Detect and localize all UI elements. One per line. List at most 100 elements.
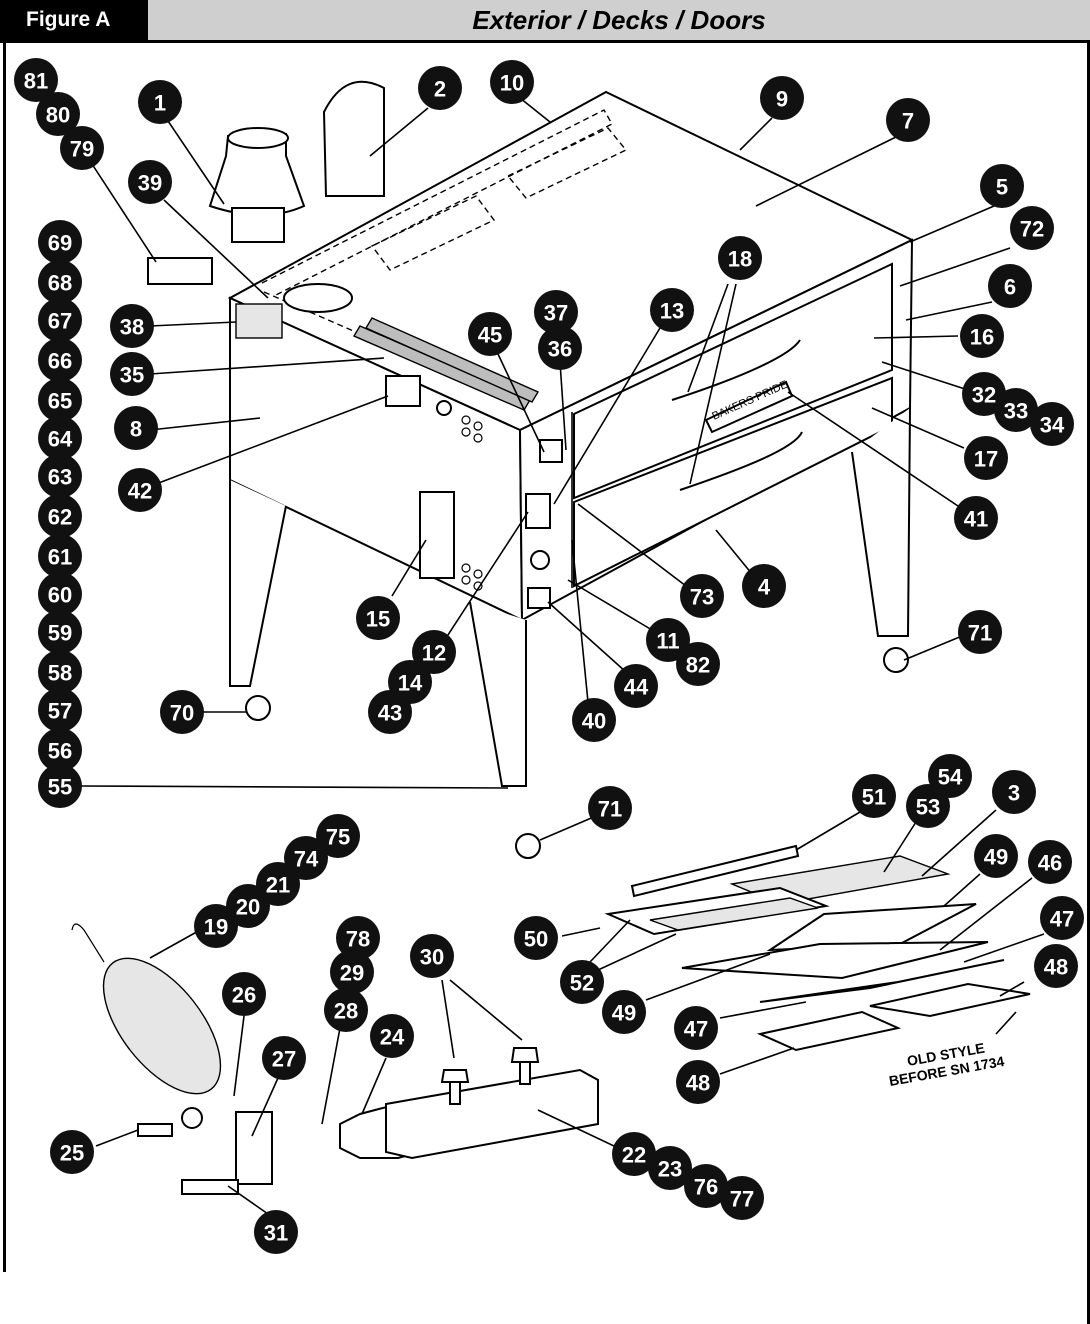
callout-79: 79 [60,126,104,170]
deck-51 [630,844,800,898]
frame-right-border [1087,40,1090,1324]
callout-number: 12 [422,641,446,666]
callout-number: 68 [48,271,72,296]
callout-circle [742,564,786,608]
callout-circle [410,934,454,978]
figure-title: Exterior / Decks / Doors [472,5,766,35]
callout-number: 65 [48,389,72,414]
callout-9: 9 [760,76,804,120]
callout-number: 76 [694,1175,718,1200]
spring-19 [102,957,222,1095]
callout-number: 52 [570,971,594,996]
callout-6: 6 [988,264,1032,308]
bracket-79 [147,257,213,285]
callout-number: 44 [624,675,649,700]
callout-number: 48 [686,1071,710,1096]
callout-number: 11 [656,629,679,654]
callout-circle [160,690,204,734]
callout-circle [194,904,238,948]
callout-circle [1030,402,1074,446]
callout-number: 59 [48,621,72,646]
callout-number: 61 [48,545,72,570]
callout-number: 53 [916,795,940,820]
callout-71: 71 [958,610,1002,654]
callout-circle [38,650,82,694]
callout-number: 62 [48,505,72,530]
callout-22: 22 [612,1132,656,1176]
callout-number: 49 [612,1001,636,1026]
callout-number: 64 [48,427,73,452]
callout-2: 2 [418,66,462,110]
callout-circle [572,698,616,742]
callout-circle [534,290,578,334]
callout-circle [356,596,400,640]
callout-47: 47 [674,1006,718,1050]
callout-55: 55 [38,764,82,808]
callout-circle [128,160,172,204]
callout-circle [960,314,1004,358]
callout-56: 56 [38,728,82,772]
callout-circle [980,164,1024,208]
callout-46: 46 [1028,840,1072,884]
callout-circle [1034,944,1078,988]
callout-number: 80 [46,103,70,128]
callout-number: 32 [972,383,996,408]
callout-circle [676,642,720,686]
callout-66: 66 [38,338,82,382]
flue-pipe-2 [322,80,385,197]
callout-circle [38,572,82,616]
callout-51: 51 [852,774,896,818]
callout-number: 25 [60,1141,84,1166]
callout-circle [514,916,558,960]
callout-73: 73 [680,574,724,618]
callout-circle [38,260,82,304]
callout-circle [886,98,930,142]
callout-67: 67 [38,298,82,342]
callout-number: 4 [758,575,771,600]
callout-number: 55 [48,775,72,800]
callout-27: 27 [262,1036,306,1080]
callout-circle [906,784,950,828]
callout-number: 42 [128,479,152,504]
callout-7: 7 [886,98,930,142]
callout-number: 58 [48,661,72,686]
callout-58: 58 [38,650,82,694]
callout-circle [118,468,162,512]
callout-number: 74 [294,847,319,872]
callout-number: 72 [1020,217,1044,242]
callout-19: 19 [194,904,238,948]
callout-circle [994,388,1038,432]
callout-23: 23 [648,1146,692,1190]
tray-48b [756,1010,902,1052]
callout-80: 80 [36,92,80,136]
callout-circle [676,1060,720,1104]
callout-circle [284,836,328,880]
callout-5: 5 [980,164,1024,208]
callout-81: 81 [14,58,58,102]
callout-circle [588,786,632,830]
callout-38: 38 [110,304,154,348]
callout-number: 46 [1038,851,1062,876]
oven-line-drawing: BAKERS PRIDE OLD STYLE BEFORE SN 1734 [71,80,1031,1195]
callout-number: 51 [862,785,886,810]
callout-35: 35 [110,352,154,396]
callout-number: 35 [120,363,144,388]
callout-circle [412,630,456,674]
callout-76: 76 [684,1164,728,1208]
callout-number: 75 [326,825,350,850]
callout-number: 45 [478,323,502,348]
callout-8: 8 [114,406,158,450]
callout-circle [974,834,1018,878]
callout-49: 49 [974,834,1018,878]
callout-number: 38 [120,315,144,340]
callout-number: 67 [48,309,72,334]
figure-label: Figure A [0,0,148,40]
callout-16: 16 [960,314,1004,358]
callout-circle [38,764,82,808]
callout-number: 13 [660,299,684,324]
callout-number: 26 [232,983,256,1008]
callout-number: 37 [544,301,568,326]
callout-number: 15 [366,607,390,632]
callout-26: 26 [222,972,266,1016]
callout-39: 39 [128,160,172,204]
